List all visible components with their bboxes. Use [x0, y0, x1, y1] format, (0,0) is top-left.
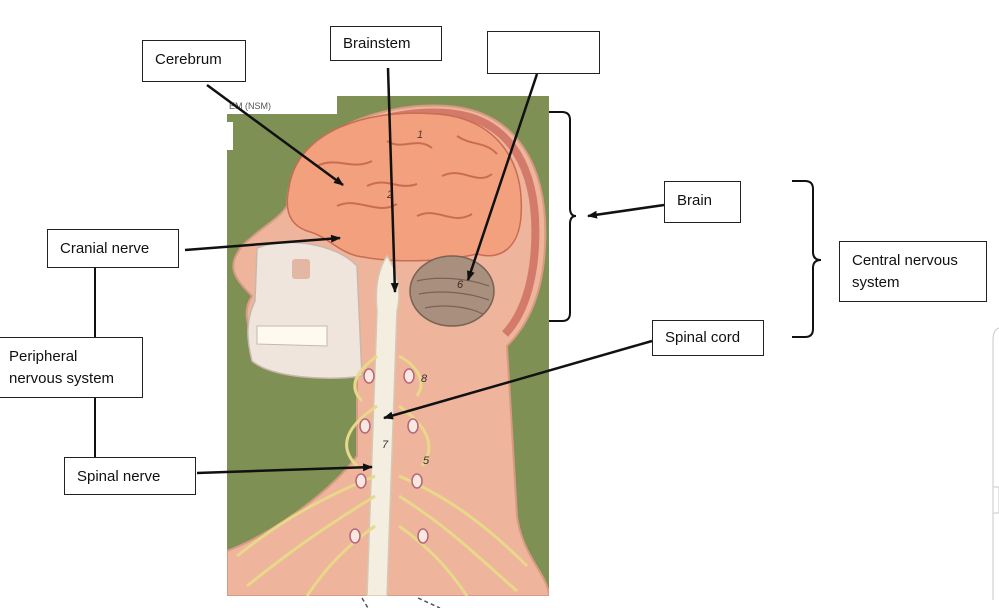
spinal-cord-leader-arrow	[383, 339, 653, 420]
spinal-cord-label: Spinal cord	[652, 320, 764, 356]
brainstem-leader-arrow	[386, 67, 399, 293]
sticker-fragment	[227, 122, 233, 150]
spinal-nerve-leader-arrow	[196, 463, 373, 475]
sticker-tag-text: EM (NSM)	[229, 101, 271, 111]
vertebral-foramina	[349, 368, 429, 544]
cerebrum-label: Cerebrum	[142, 40, 246, 82]
model-number-8: 8	[421, 373, 428, 385]
edge-fragments	[992, 327, 999, 600]
blank-label-box[interactable]	[487, 31, 600, 74]
cerebrum	[286, 112, 523, 262]
brain-bracket	[549, 111, 577, 322]
brain-leader-arrow	[587, 203, 665, 219]
model-number-7: 7	[382, 439, 389, 451]
teeth	[256, 325, 328, 347]
peripheral-nervous-system-label: Peripheral nervous system	[0, 337, 143, 398]
sticker-tag	[227, 96, 337, 114]
model-number-2: 2	[386, 189, 393, 201]
cranial-nerve-leader-arrow	[184, 234, 341, 252]
central-nervous-system-label: Central nervous system	[839, 241, 987, 302]
cranial-nerve-label: Cranial nerve	[47, 229, 179, 268]
cerebrum-leader-arrow	[206, 83, 344, 187]
model-number-1: 1	[417, 129, 423, 141]
dashed-guides-bottom	[361, 597, 441, 608]
cns-bracket	[792, 180, 822, 338]
cerebrum-gyri	[316, 135, 498, 219]
anatomy-model-photo: EM (NSM) 1 2 6 7 5 8	[227, 96, 549, 596]
blank-label-leader-arrow	[466, 73, 539, 281]
model-number-6: 6	[457, 279, 464, 291]
brain-label: Brain	[664, 181, 741, 223]
spinal-nerve-label: Spinal nerve	[64, 457, 196, 495]
cerebellum-folia	[416, 277, 490, 315]
model-number-5: 5	[423, 455, 430, 467]
brainstem-label: Brainstem	[330, 26, 442, 61]
nasal-cavity	[292, 259, 310, 279]
